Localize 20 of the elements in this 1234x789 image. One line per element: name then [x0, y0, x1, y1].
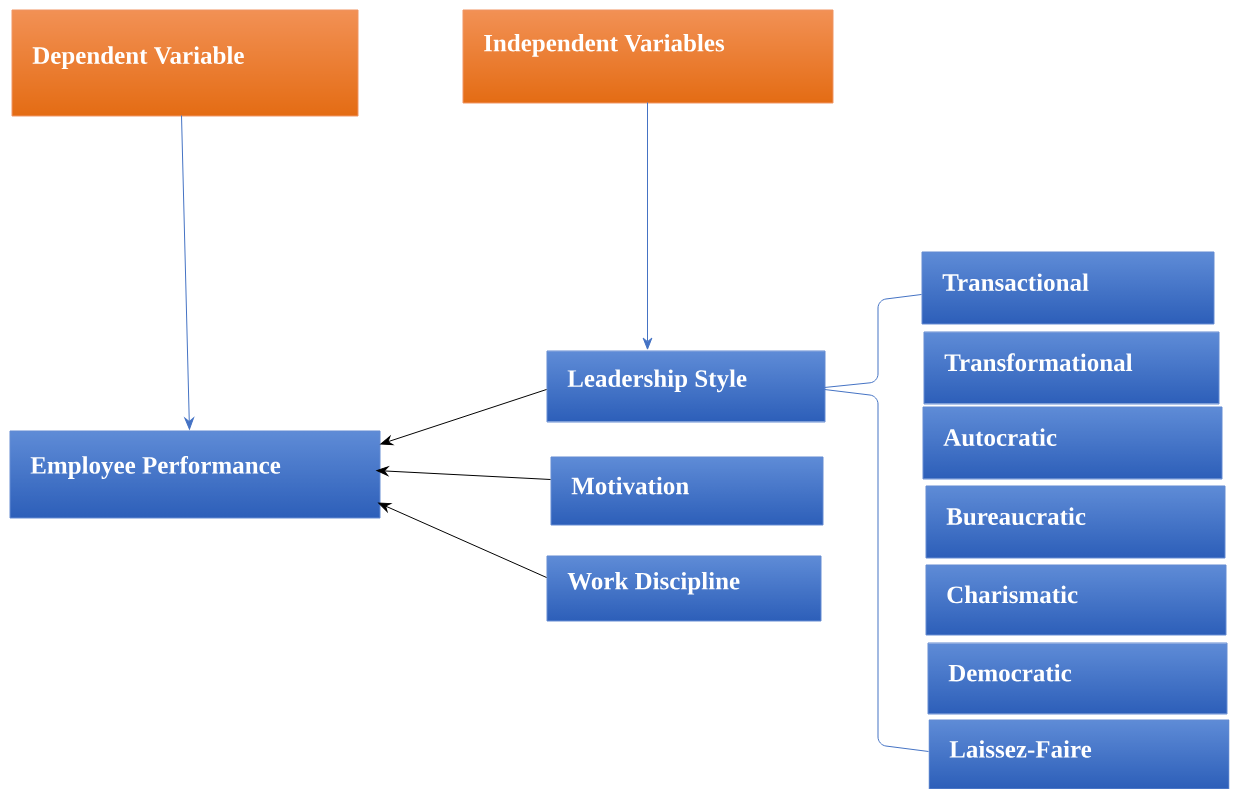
variable-box: Transactional — [921, 251, 1215, 325]
arrow — [181, 115, 195, 430]
arrow — [642, 102, 653, 350]
heading-box: Dependent Variable — [11, 9, 359, 117]
arrow — [380, 389, 547, 446]
variable-box: Charismatic — [925, 564, 1227, 636]
variable-box: Employee Performance — [9, 430, 381, 519]
variable-box: Democratic — [927, 642, 1228, 715]
variable-box: Autocratic — [922, 406, 1223, 480]
arrow — [376, 466, 551, 480]
variable-box: Leadership Style — [546, 350, 826, 423]
variable-box: Bureaucratic — [925, 485, 1226, 559]
variable-box: Motivation — [550, 456, 824, 526]
connector-line — [824, 389, 929, 752]
connector-line — [824, 294, 922, 388]
variable-box: Laissez-Faire — [928, 719, 1230, 789]
variable-box: Work Discipline — [546, 555, 822, 622]
variable-box: Transformational — [923, 331, 1220, 405]
heading-box: Independent Variables — [462, 9, 834, 104]
arrow — [378, 502, 547, 578]
